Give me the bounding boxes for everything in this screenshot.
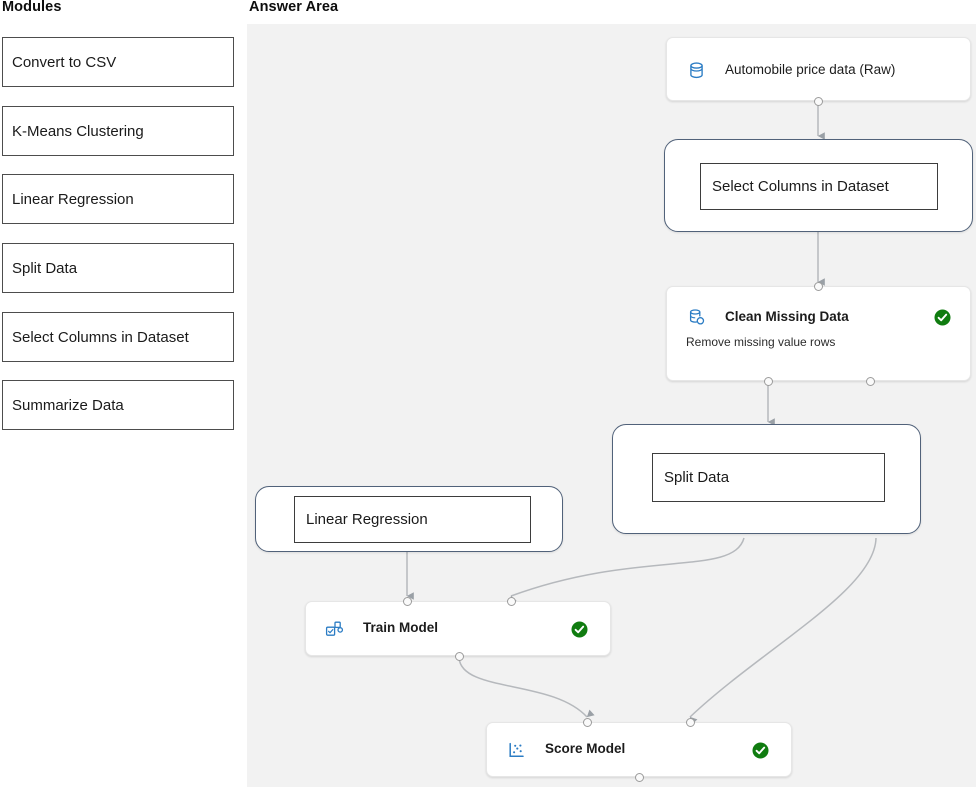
node-label-box-split-data[interactable]: Split Data	[652, 453, 885, 502]
database-icon	[687, 61, 706, 80]
clean-data-icon	[687, 308, 706, 327]
port-clean-missing-input[interactable]	[814, 282, 823, 291]
port-train-model-output[interactable]	[455, 652, 464, 661]
module-item-convert-to-csv[interactable]: Convert to CSV	[2, 37, 234, 87]
port-train-model-input-2[interactable]	[507, 597, 516, 606]
port-dataset-output[interactable]	[814, 97, 823, 106]
module-item-select-columns-in-dataset[interactable]: Select Columns in Dataset	[2, 312, 234, 362]
node-clean-missing-data[interactable]: Clean Missing Data Remove missing value …	[666, 286, 971, 381]
node-train-model[interactable]: Train Model	[305, 601, 611, 656]
node-title-train-model: Train Model	[363, 620, 439, 635]
edge-split-data-to-score-model	[689, 537, 877, 725]
status-badge-score-model	[752, 742, 769, 759]
node-score-model[interactable]: Score Model	[486, 722, 792, 777]
port-clean-missing-output-2[interactable]	[866, 377, 875, 386]
status-badge-train-model	[571, 621, 588, 638]
node-label-box-linear-regression[interactable]: Linear Regression	[294, 496, 531, 543]
port-train-model-input-1[interactable]	[403, 597, 412, 606]
node-label-box-select-columns-in-dataset[interactable]: Select Columns in Dataset	[700, 163, 938, 210]
node-automobile-price-data-raw[interactable]: Automobile price data (Raw)	[666, 37, 971, 101]
answer-area-heading: Answer Area	[249, 0, 339, 15]
module-item-summarize-data[interactable]: Summarize Data	[2, 380, 234, 430]
answer-area-canvas[interactable]: Automobile price data (Raw) Select Colum…	[247, 24, 976, 787]
node-title-clean-missing-data: Clean Missing Data	[725, 309, 849, 324]
train-model-icon	[325, 620, 344, 639]
module-item-split-data[interactable]: Split Data	[2, 243, 234, 293]
port-score-model-input-2[interactable]	[686, 718, 695, 727]
modules-panel: Modules Convert to CSV K-Means Clusterin…	[0, 0, 247, 787]
modules-heading: Modules	[2, 0, 62, 15]
module-item-k-means-clustering[interactable]: K-Means Clustering	[2, 106, 234, 156]
node-title-score-model: Score Model	[545, 741, 626, 756]
score-model-icon	[507, 741, 526, 760]
port-score-model-input-1[interactable]	[583, 718, 592, 727]
status-badge-clean-missing-data	[934, 309, 951, 326]
node-title-automobile-price-data-raw: Automobile price data (Raw)	[725, 62, 896, 77]
node-split-data[interactable]: Split Data	[612, 424, 921, 534]
node-select-columns-in-dataset[interactable]: Select Columns in Dataset	[664, 139, 973, 232]
edge-train-model-to-score-model	[458, 657, 595, 718]
port-score-model-output[interactable]	[635, 773, 644, 782]
node-linear-regression[interactable]: Linear Regression	[255, 486, 563, 552]
module-item-linear-regression[interactable]: Linear Regression	[2, 174, 234, 224]
port-clean-missing-output-1[interactable]	[764, 377, 773, 386]
node-subtitle-clean-missing-data: Remove missing value rows	[686, 335, 836, 349]
